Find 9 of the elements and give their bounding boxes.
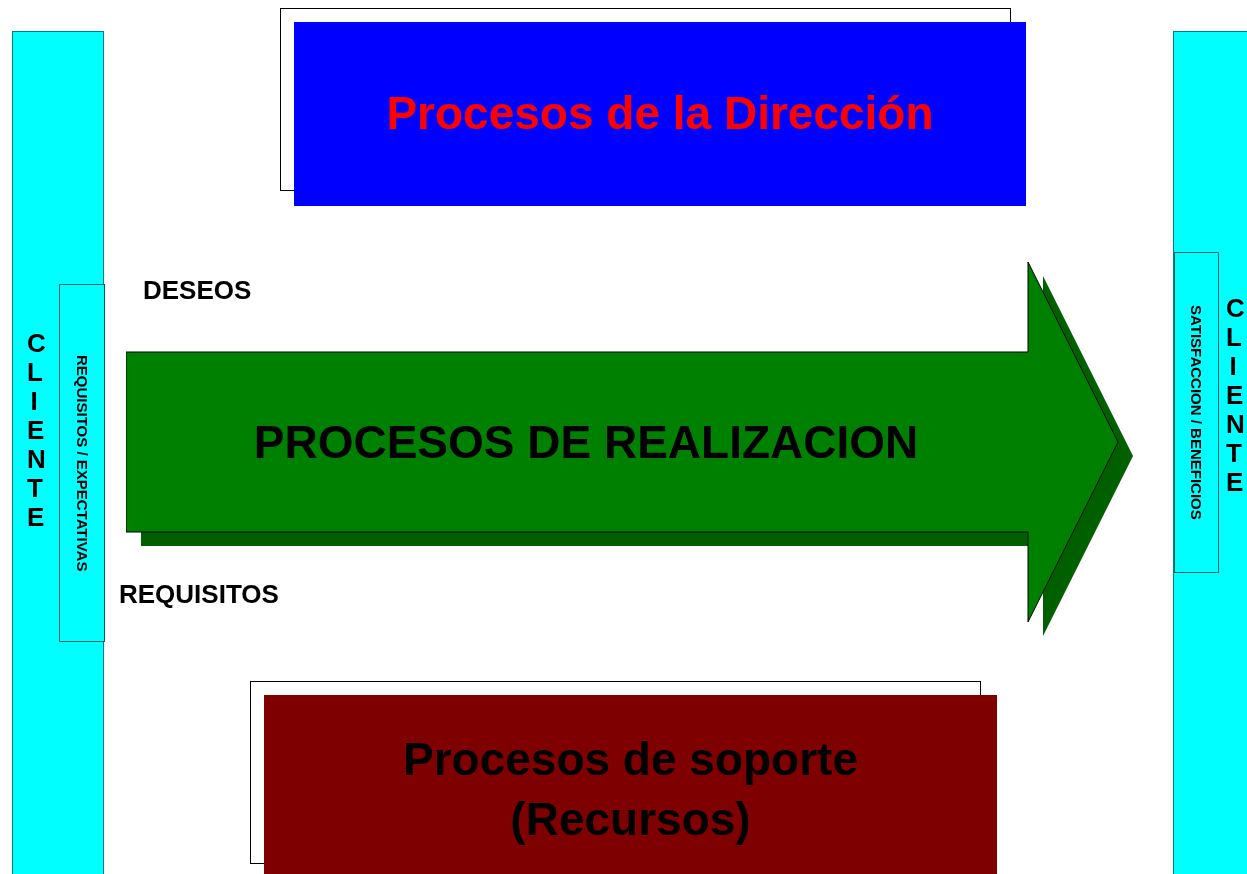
flow-label: REQUISITOS	[119, 579, 279, 610]
benefits-panel: SATISFACCION / BENEFICIOS	[1174, 252, 1219, 573]
flow-label: DESEOS	[143, 275, 252, 306]
client-bar	[1173, 31, 1247, 874]
management-process-box: Procesos de la Dirección	[294, 22, 1026, 206]
arrow-label: PROCESOS DE REALIZACION	[252, 415, 920, 470]
support-process-box: Procesos de soporte (Recursos)	[264, 695, 997, 874]
client-bar	[12, 31, 104, 874]
requirements-panel: REQUISITOS / EXPECTATIVAS	[59, 284, 105, 642]
